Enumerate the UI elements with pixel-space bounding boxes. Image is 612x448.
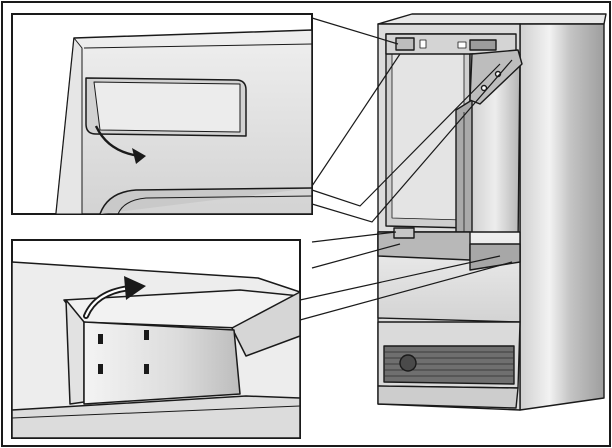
callout-leaders — [299, 17, 513, 321]
shelf-line — [11, 405, 301, 419]
middle-hinge-mark — [393, 227, 415, 239]
upper-liner — [391, 39, 465, 221]
wall-trim — [83, 43, 313, 49]
lower-shelf — [11, 395, 301, 439]
hinge-screw — [480, 84, 488, 92]
bracket-arm — [231, 291, 301, 357]
upper-hinge-block — [469, 39, 497, 51]
screw-hole — [144, 364, 149, 374]
screw-hole — [98, 334, 103, 344]
curved-arrow-icon — [83, 276, 146, 319]
screw-hole — [144, 330, 149, 340]
upper-hinge-mark — [395, 37, 415, 51]
plinth — [377, 385, 519, 409]
refrigerator — [377, 13, 607, 411]
cabinet-side — [519, 23, 605, 411]
cabinet-top — [377, 13, 607, 25]
door-top-edge-inner — [117, 195, 313, 215]
lower-detail-inset — [11, 239, 301, 439]
upper-detail-inset — [11, 13, 313, 215]
wall-edge — [55, 37, 83, 215]
control-button — [419, 39, 427, 49]
curved-arrow-icon — [94, 125, 146, 164]
slot-insert — [93, 81, 241, 133]
screw-hole — [98, 364, 103, 374]
bracket-face — [83, 321, 241, 405]
door-top-edge — [99, 187, 313, 215]
grille-knob — [399, 354, 417, 372]
screw-holes — [98, 330, 149, 374]
control-button — [457, 41, 467, 49]
